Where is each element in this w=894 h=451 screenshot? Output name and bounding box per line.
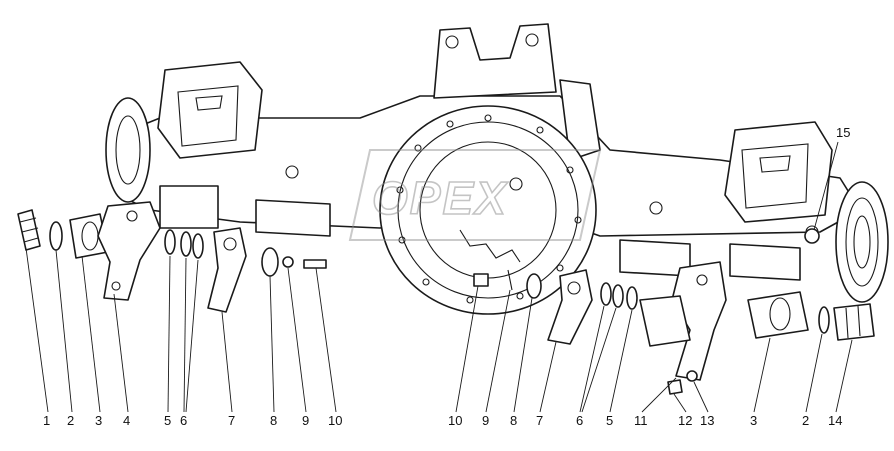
callout-1: 1 (43, 413, 50, 428)
right-exploded-parts (473, 228, 875, 395)
callout-15: 6 (576, 413, 583, 428)
callout-3: 3 (95, 413, 102, 428)
callout-14: 7 (536, 413, 543, 428)
callout-16: 5 (606, 413, 613, 428)
callout-12: 9 (482, 413, 489, 428)
left-exploded-parts (17, 201, 327, 313)
callout-4: 4 (123, 413, 130, 428)
callout-17: 11 (634, 413, 648, 428)
callout-11: 10 (448, 413, 462, 428)
callout-5: 5 (164, 413, 171, 428)
callout-21: 2 (802, 413, 809, 428)
callout-8: 8 (270, 413, 277, 428)
callout-2: 2 (67, 413, 74, 428)
callout-18: 12 (678, 413, 692, 428)
callout-10: 10 (328, 413, 342, 428)
leader-lines (25, 141, 853, 413)
callout-23: 15 (836, 125, 850, 140)
callout-22: 14 (828, 413, 842, 428)
watermark-text: OPEX (372, 172, 508, 224)
watermark: OPEX (348, 149, 602, 241)
callout-6: 6 (180, 413, 187, 428)
callout-9: 9 (302, 413, 309, 428)
axle-housing (105, 23, 889, 315)
callout-7: 7 (228, 413, 235, 428)
callout-13: 8 (510, 413, 517, 428)
callout-20: 3 (750, 413, 757, 428)
callouts: 1 2 3 4 5 6 7 8 9 10 10 9 8 7 6 5 11 12 … (43, 125, 850, 428)
callout-19: 13 (700, 413, 714, 428)
